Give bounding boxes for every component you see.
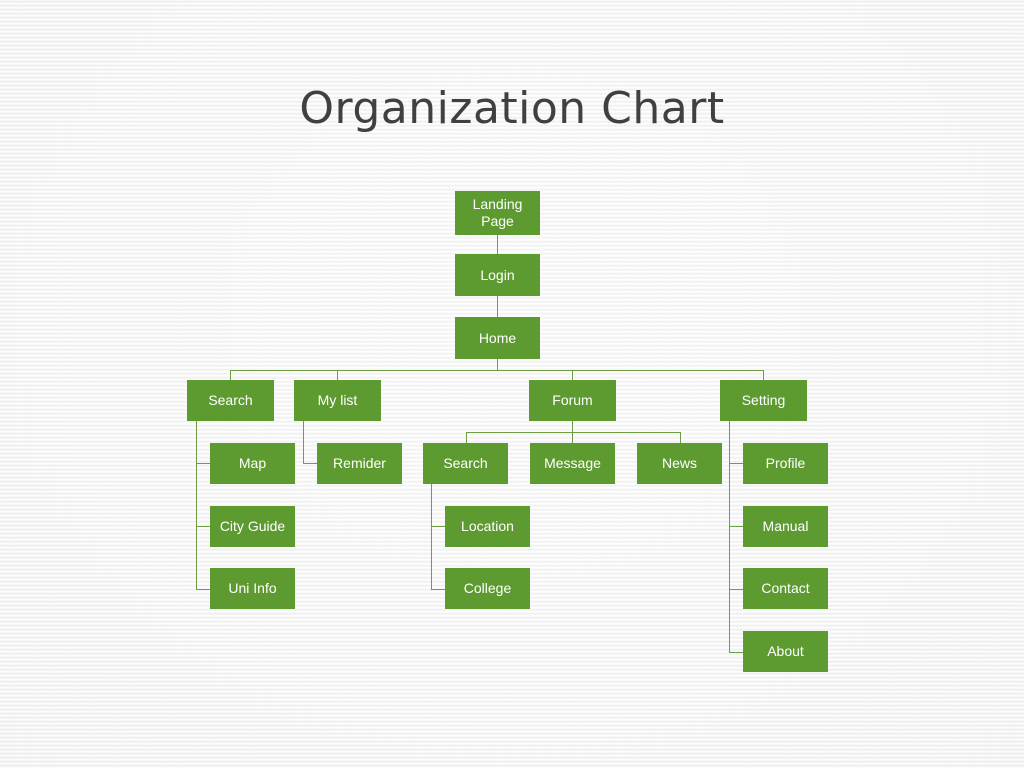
node-remider[interactable]: Remider [317,443,402,484]
connector-drop-message [572,432,573,443]
connector-drop-setting [763,370,764,380]
connector-search-to-uni-info [196,589,210,590]
connector-drop-search-forum [466,432,467,443]
connector-forum-drop [572,421,573,432]
node-forum[interactable]: Forum [529,380,616,421]
node-search-forum[interactable]: Search [423,443,508,484]
node-city-guide[interactable]: City Guide [210,506,295,547]
page-title: Organization Chart [299,83,725,134]
node-map[interactable]: Map [210,443,295,484]
connector-search-forum-spine [431,484,432,589]
connector-login-home [497,296,498,317]
node-search[interactable]: Search [187,380,274,421]
node-manual[interactable]: Manual [743,506,828,547]
connector-home-drop [497,359,498,370]
connector-mylist-spine [303,421,304,463]
node-landing-page[interactable]: Landing Page [455,191,540,235]
connector-search-forum-to-location [431,526,445,527]
node-home[interactable]: Home [455,317,540,359]
connector-setting-spine [729,421,730,652]
connector-landing-login [497,235,498,254]
connector-drop-mylist [337,370,338,380]
node-about[interactable]: About [743,631,828,672]
connector-drop-search [230,370,231,380]
node-contact[interactable]: Contact [743,568,828,609]
connector-drop-news [680,432,681,443]
node-location[interactable]: Location [445,506,530,547]
connector-search-spine [196,421,197,589]
connector-setting-to-manual [729,526,743,527]
connector-setting-to-about [729,652,743,653]
node-profile[interactable]: Profile [743,443,828,484]
node-setting[interactable]: Setting [720,380,807,421]
connector-home-bus [230,370,764,371]
connector-search-to-map [196,463,210,464]
node-login[interactable]: Login [455,254,540,296]
node-message[interactable]: Message [530,443,615,484]
connector-search-forum-to-college [431,589,445,590]
connector-forum-bus [466,432,680,433]
connector-search-to-city-guide [196,526,210,527]
node-college[interactable]: College [445,568,530,609]
connector-setting-to-contact [729,589,743,590]
node-my-list[interactable]: My list [294,380,381,421]
connector-mylist-to-remider [303,463,317,464]
node-uni-info[interactable]: Uni Info [210,568,295,609]
connector-setting-to-profile [729,463,743,464]
node-news[interactable]: News [637,443,722,484]
connector-drop-forum [572,370,573,380]
